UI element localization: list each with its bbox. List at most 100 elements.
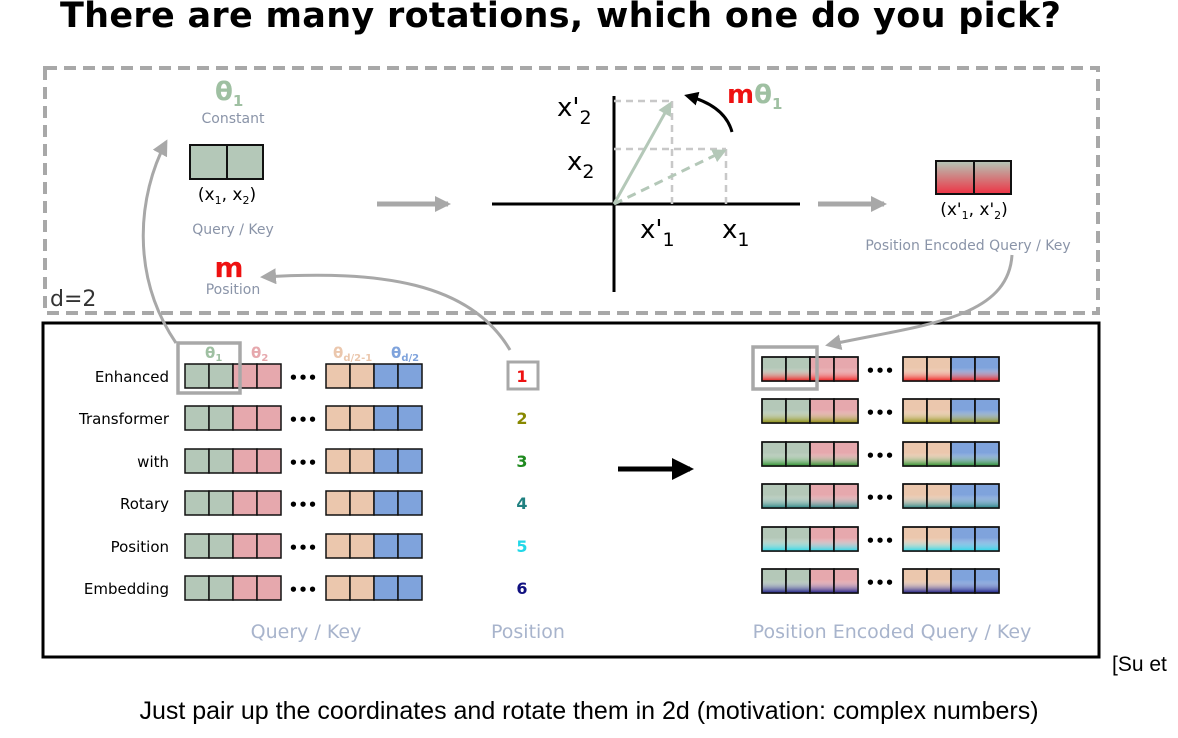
position-number: 2 bbox=[516, 409, 527, 428]
qk-cell bbox=[232, 363, 258, 389]
qk-cell bbox=[208, 575, 234, 601]
encoding-overlay bbox=[809, 483, 835, 509]
qk-cell bbox=[232, 533, 258, 559]
qk-cell bbox=[373, 448, 399, 474]
encoding-overlay bbox=[761, 441, 787, 467]
encoding-overlay bbox=[974, 356, 1000, 382]
sentence-word: Embedding bbox=[84, 580, 169, 598]
qk-cell bbox=[373, 533, 399, 559]
encoded-query-key-rows: ••• ••• ••• ••• ••• ••• bbox=[761, 356, 1000, 594]
qk-row: ••• bbox=[184, 405, 423, 431]
qk-cell bbox=[349, 448, 375, 474]
qk-cell bbox=[397, 533, 423, 559]
sentence-word: Enhanced bbox=[95, 368, 169, 386]
qk-row: ••• bbox=[761, 483, 1000, 509]
qk-cell bbox=[325, 490, 351, 516]
encoding-overlay bbox=[950, 441, 976, 467]
encoding-overlay bbox=[926, 441, 952, 467]
encoding-overlay bbox=[974, 398, 1000, 424]
qk-cell bbox=[208, 405, 234, 431]
qk-row: ••• bbox=[761, 398, 1000, 424]
qk-cell bbox=[256, 363, 282, 389]
encoded-coordinates: (x'1, x'2) bbox=[940, 200, 1008, 222]
encoding-overlay bbox=[926, 356, 952, 382]
rotation-arc bbox=[684, 91, 734, 133]
encoding-overlay bbox=[833, 441, 859, 467]
encoding-overlay bbox=[761, 526, 787, 552]
encoding-overlay bbox=[809, 356, 835, 382]
qk-cell bbox=[349, 405, 375, 431]
qk-cell bbox=[184, 490, 210, 516]
encoding-overlay bbox=[809, 568, 835, 594]
qk-cell bbox=[184, 363, 210, 389]
encoding-overlay bbox=[902, 398, 928, 424]
position-number: 5 bbox=[516, 537, 527, 556]
qk-cell bbox=[325, 575, 351, 601]
qk-cell bbox=[349, 575, 375, 601]
x2-prime-label: x'2 bbox=[557, 93, 592, 129]
encoding-overlay bbox=[785, 356, 811, 382]
qk-row: ••• bbox=[761, 568, 1000, 594]
encoding-overlay bbox=[761, 483, 787, 509]
theta1-pair-highlight bbox=[176, 341, 242, 395]
encoding-overlay bbox=[902, 356, 928, 382]
qk-row: ••• bbox=[184, 448, 423, 474]
dimension-label: d=2 bbox=[50, 287, 96, 312]
encoding-overlay bbox=[833, 398, 859, 424]
encoding-overlay bbox=[761, 398, 787, 424]
sentence-word: Transformer bbox=[78, 410, 170, 428]
qk-cell bbox=[349, 490, 375, 516]
ellipsis: ••• bbox=[866, 447, 895, 465]
qk-cell bbox=[256, 533, 282, 559]
qk-cell bbox=[397, 405, 423, 431]
position-number: 3 bbox=[516, 452, 527, 471]
position-label-top: Position bbox=[206, 282, 261, 298]
rotation-angle-label: mθ1 bbox=[727, 80, 782, 113]
encoded-query-key-2d bbox=[935, 160, 1012, 195]
sentence-word: Position bbox=[111, 538, 169, 556]
qk-cell bbox=[256, 575, 282, 601]
query-key-2d bbox=[189, 144, 264, 180]
qk-label-bottom: Query / Key bbox=[251, 621, 362, 643]
m-label: m bbox=[214, 251, 243, 284]
theta-label: θd/2 bbox=[391, 344, 419, 364]
qk-cell bbox=[208, 363, 234, 389]
qk-cell bbox=[373, 405, 399, 431]
qk-cell bbox=[397, 448, 423, 474]
ellipsis: ••• bbox=[289, 496, 318, 514]
x1-prime-label: x'1 bbox=[640, 215, 675, 251]
projection-guides bbox=[614, 99, 728, 204]
input-query-key-rows: •••••••••••••••••• bbox=[184, 363, 423, 601]
position-number: 6 bbox=[516, 579, 527, 598]
constant-label: Constant bbox=[202, 111, 265, 127]
encoded-pair-highlight bbox=[751, 345, 819, 391]
encoding-overlay bbox=[809, 398, 835, 424]
qk-cell bbox=[397, 363, 423, 389]
qk-cell bbox=[232, 575, 258, 601]
ellipsis: ••• bbox=[289, 581, 318, 599]
qk-cell bbox=[184, 405, 210, 431]
encoding-overlay bbox=[950, 398, 976, 424]
qk-coordinates: (x1, x2) bbox=[198, 185, 256, 207]
ellipsis: ••• bbox=[866, 362, 895, 380]
sentence-word: Rotary bbox=[120, 495, 169, 513]
enc-cell-1 bbox=[935, 160, 975, 195]
encoding-overlay bbox=[785, 398, 811, 424]
qk-cell bbox=[325, 533, 351, 559]
qk-row: ••• bbox=[184, 533, 423, 559]
qk-cell bbox=[373, 575, 399, 601]
qk-row: ••• bbox=[761, 526, 1000, 552]
theta-label: θd/2-1 bbox=[333, 344, 372, 364]
bottom-panel-border bbox=[41, 321, 1101, 659]
arrow-encoded-down bbox=[825, 254, 1014, 351]
x1-label: x1 bbox=[722, 215, 749, 251]
encoding-overlay bbox=[761, 356, 787, 382]
encoding-overlay bbox=[974, 526, 1000, 552]
enc-cell-2 bbox=[973, 160, 1012, 195]
theta1-constant: θ1 bbox=[215, 77, 243, 110]
encoding-overlay bbox=[926, 398, 952, 424]
encoding-overlay bbox=[926, 568, 952, 594]
position-number: 4 bbox=[516, 494, 527, 513]
x2-label: x2 bbox=[567, 147, 594, 183]
